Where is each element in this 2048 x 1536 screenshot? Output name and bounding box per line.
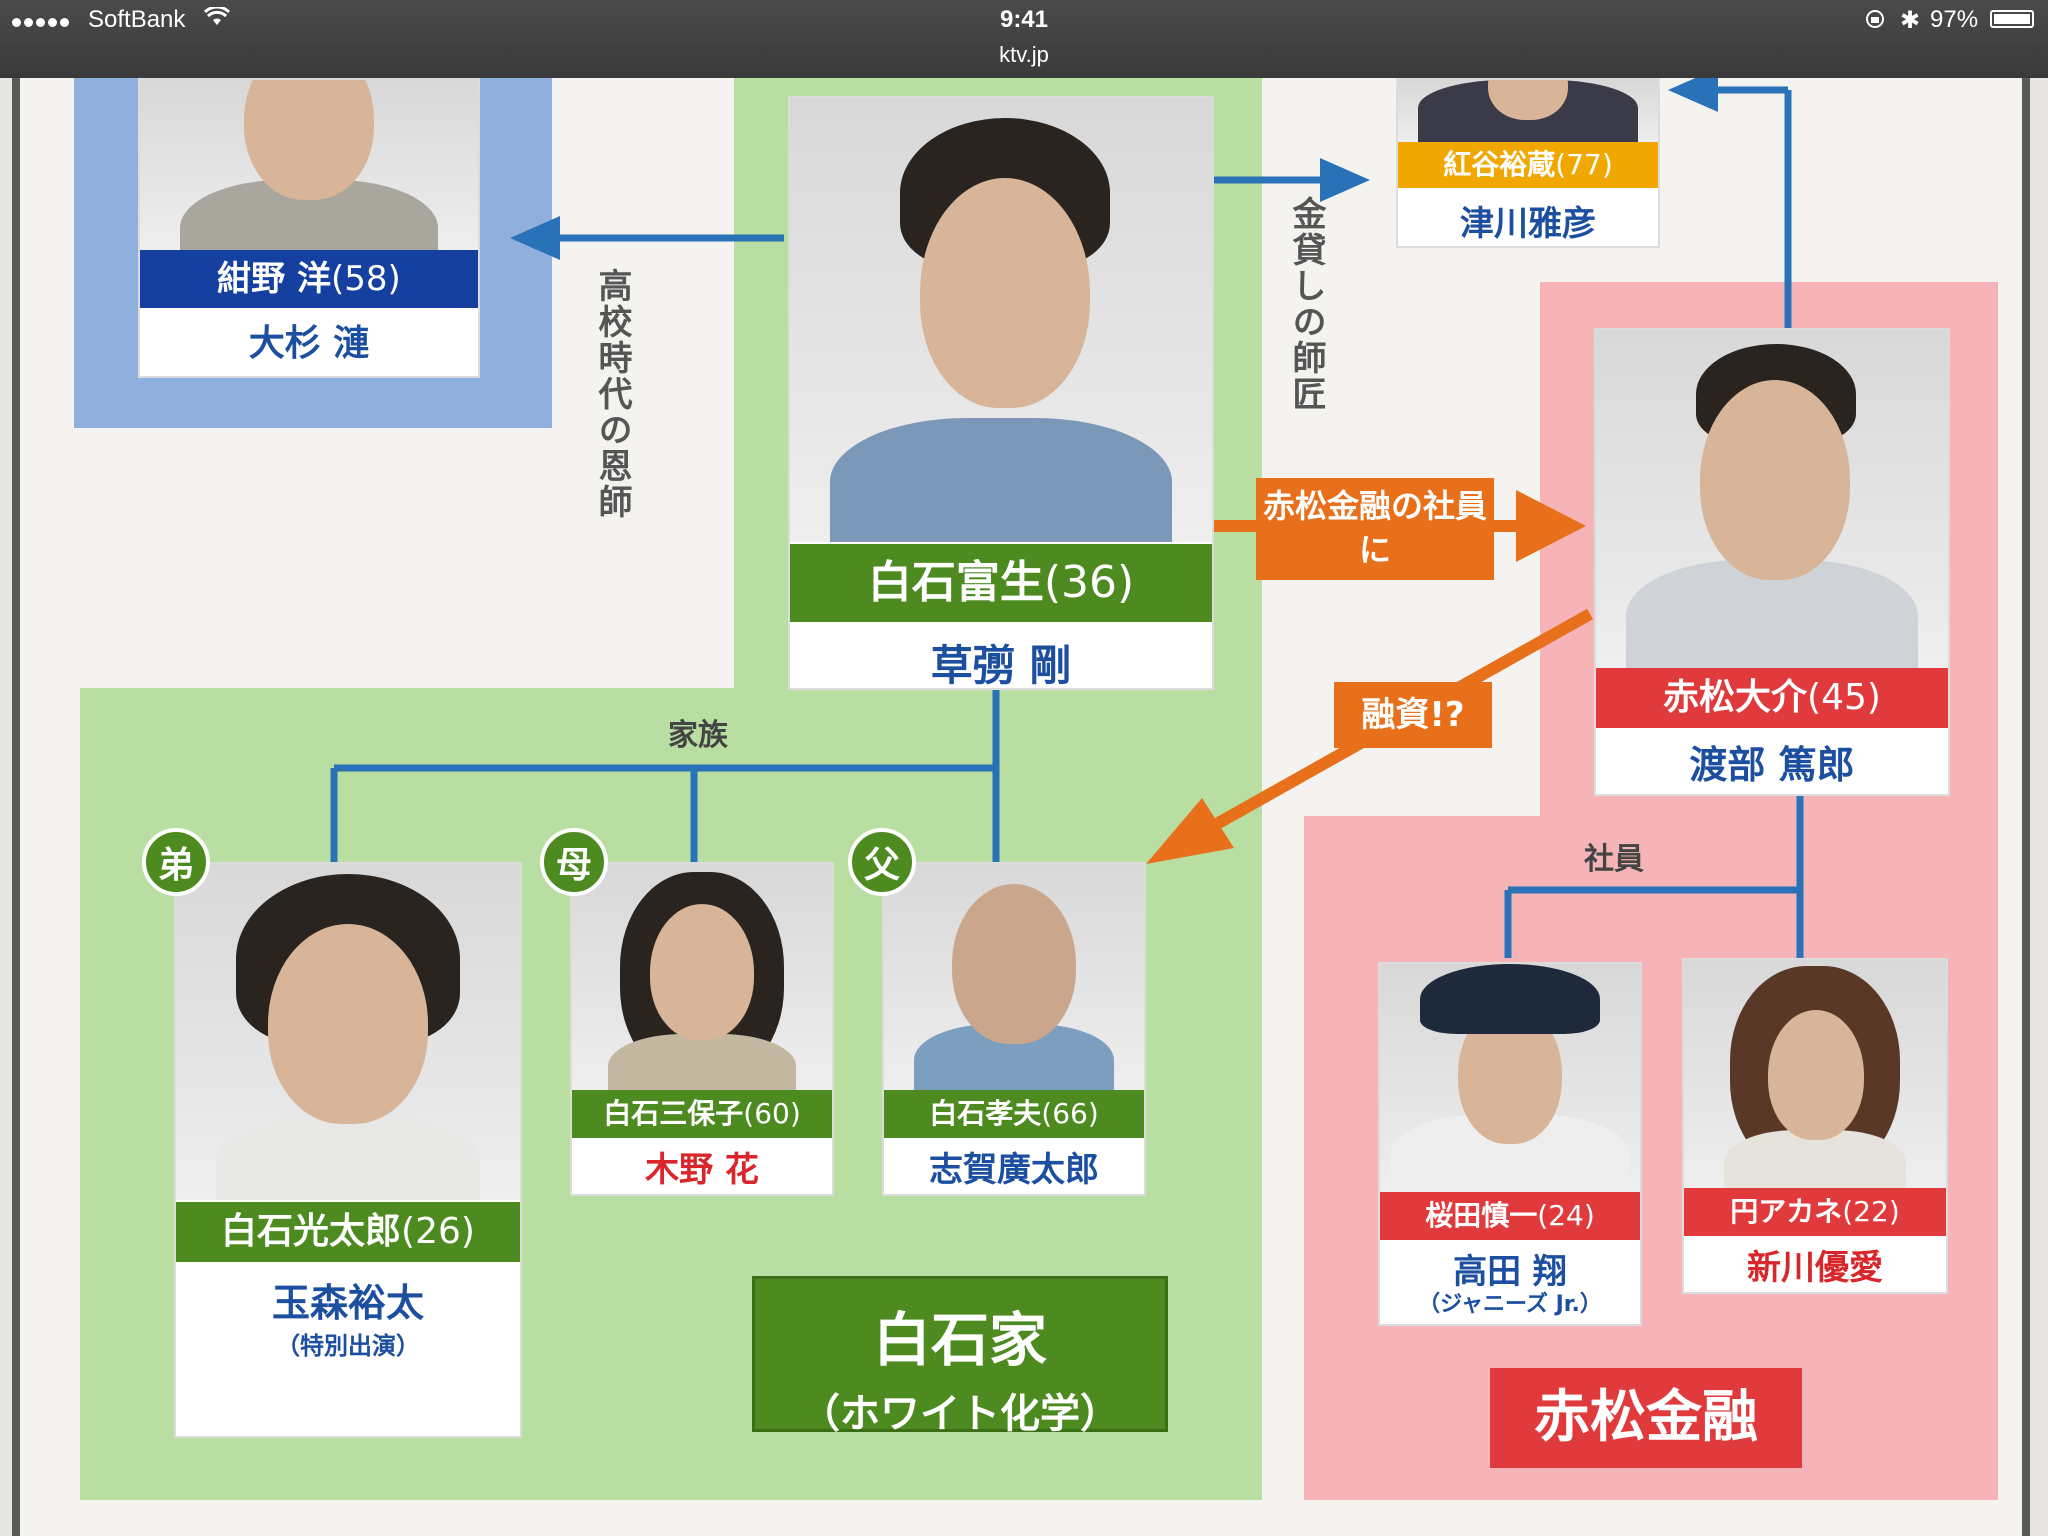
kotaro-role-label: 白石光太郎(26)	[176, 1202, 520, 1262]
status-bar: SoftBank 9:41 ktv.jp ✱ 97%	[0, 0, 2048, 78]
mentor-relation-label: 金貸しの師匠	[1286, 196, 1326, 412]
relationship-lines	[330, 78, 1804, 958]
konno-actor-name: 大杉 漣	[248, 323, 370, 364]
shinichi-actor-name: 高田 翔	[1453, 1252, 1567, 1292]
akane-actor-name: 新川優愛	[1747, 1248, 1883, 1288]
mihoko-photo	[572, 864, 832, 1090]
shinichi-photo	[1380, 964, 1640, 1192]
card-tomio[interactable]: 白石富生(36) 草彅 剛	[788, 96, 1214, 690]
akane-role-label: 円アカネ(22)	[1684, 1188, 1946, 1236]
mother-badge: 母	[540, 828, 608, 896]
tomio-role-label: 白石富生(36)	[790, 544, 1212, 622]
clock: 9:41	[999, 6, 1049, 33]
kotaro-actor-name: 玉森裕太	[271, 1281, 424, 1325]
bluetooth-icon: ✱	[1900, 7, 1921, 34]
battery-icon	[1990, 10, 2034, 28]
family-relation-label: 家族	[668, 718, 728, 753]
akane-photo	[1684, 960, 1946, 1188]
takao-photo	[884, 864, 1144, 1090]
carrier-name: SoftBank	[88, 6, 186, 33]
card-kotaro[interactable]: 白石光太郎(26) 玉森裕太 （特別出演）	[174, 862, 522, 1438]
rotation-lock-icon	[1864, 8, 1886, 37]
daisuke-photo	[1596, 330, 1948, 668]
card-konno[interactable]: 紺野 洋(58) 大杉 漣	[138, 78, 480, 378]
kotaro-actor-note: （特別出演）	[276, 1332, 420, 1360]
wifi-icon	[203, 5, 231, 34]
konno-role-label: 紺野 洋(58)	[140, 250, 478, 308]
shinichi-actor-note: （ジャニーズ Jr.）	[1418, 1292, 1602, 1317]
battery-percent: 97%	[1930, 6, 1979, 33]
card-akane[interactable]: 円アカネ(22) 新川優愛	[1682, 958, 1948, 1294]
akamatsu-group-label: 赤松金融	[1490, 1368, 1802, 1468]
daisuke-role-label: 赤松大介(45)	[1596, 668, 1948, 728]
beniya-actor-name: 津川雅彦	[1460, 204, 1596, 244]
card-daisuke[interactable]: 赤松大介(45) 渡部 篤郎	[1594, 328, 1950, 796]
loan-relation-label: 融資!?	[1334, 682, 1492, 748]
beniya-role-label: 紅谷裕蔵(77)	[1398, 142, 1658, 188]
shiraishi-group-name: 白石家	[872, 1306, 1047, 1374]
shiraishi-group-label: 白石家 （ホワイト化学）	[752, 1276, 1168, 1437]
card-mihoko[interactable]: 白石三保子(60) 木野 花	[570, 862, 834, 1196]
father-badge: 父	[848, 828, 916, 896]
beniya-photo	[1398, 80, 1658, 142]
shiraishi-group-sub: （ホワイト化学）	[800, 1391, 1120, 1437]
teacher-relation-label: 高校時代の恩師	[592, 268, 632, 520]
kotaro-photo	[176, 864, 520, 1200]
signal-strength-icon	[12, 8, 72, 36]
shinichi-role-label: 桜田慎一(24)	[1380, 1192, 1640, 1240]
konno-photo	[140, 80, 478, 250]
staff-relation-label: 社員	[1584, 842, 1644, 877]
correlation-chart-page: 紺野 洋(58) 大杉 漣 高校時代の恩師 紅谷裕蔵(77) 津川雅彦 金貸しの…	[12, 78, 2030, 1536]
takao-role-label: 白石孝夫(66)	[884, 1090, 1144, 1138]
tomio-actor-name: 草彅 剛	[930, 641, 1072, 690]
mihoko-actor-name: 木野 花	[645, 1150, 759, 1190]
brother-badge: 弟	[142, 828, 210, 896]
takao-actor-name: 志賀廣太郎	[929, 1150, 1099, 1190]
card-shinichi[interactable]: 桜田慎一(24) 高田 翔 （ジャニーズ Jr.）	[1378, 962, 1642, 1326]
card-beniya[interactable]: 紅谷裕蔵(77) 津川雅彦	[1396, 78, 1660, 248]
employee-relation-label: 赤松金融の社員に	[1256, 478, 1494, 580]
daisuke-actor-name: 渡部 篤郎	[1689, 743, 1855, 787]
tomio-photo	[790, 98, 1212, 542]
mihoko-role-label: 白石三保子(60)	[572, 1090, 832, 1138]
url-label[interactable]: ktv.jp	[999, 42, 1049, 67]
card-takao[interactable]: 白石孝夫(66) 志賀廣太郎	[882, 862, 1146, 1196]
